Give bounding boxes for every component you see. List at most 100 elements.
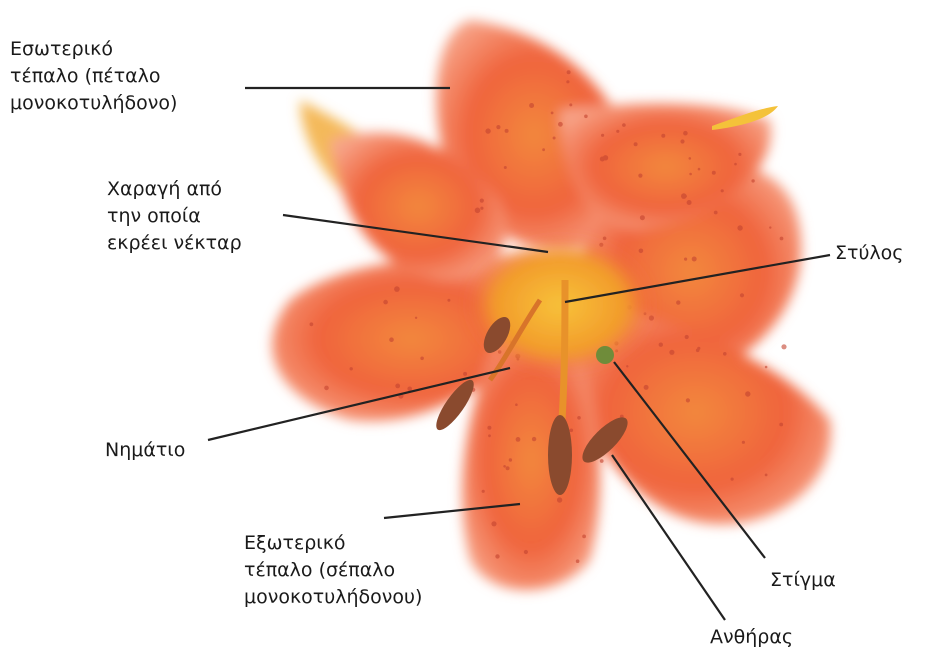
petal-spot: [570, 429, 574, 433]
label-outer-tepal: Εξωτερικό τέπαλο (σέπαλο μονοκοτυλήδονου…: [244, 530, 422, 611]
petal-spot: [723, 352, 727, 356]
petal-spot: [689, 173, 692, 176]
label-style-text: Στύλος: [835, 240, 903, 267]
petal-spot: [394, 286, 400, 292]
petal-spot: [714, 211, 718, 215]
petal-spot: [640, 215, 645, 220]
petal-spot: [577, 416, 581, 420]
petal-spot: [509, 458, 512, 461]
petal-spot: [616, 130, 619, 133]
petal-spot: [475, 208, 481, 214]
petal-spot: [487, 426, 491, 430]
petal-spot: [731, 478, 734, 481]
petal-spot: [584, 115, 588, 119]
petal-spot: [601, 134, 604, 137]
petal-spot: [669, 350, 674, 355]
petal-spot: [685, 335, 689, 339]
petal-spot: [495, 554, 499, 558]
label-inner-tepal-line1: Εσωτερικό: [10, 36, 177, 63]
label-nectar-line1: Χαραγή από: [107, 176, 242, 203]
petal-spot: [684, 258, 687, 261]
label-filament-text: Νημάτιο: [105, 437, 185, 464]
stigma-tip: [596, 346, 614, 364]
petal-spot: [681, 193, 687, 199]
petal-spot: [496, 125, 500, 129]
petal-spot: [740, 293, 744, 297]
petal-spot: [463, 372, 467, 376]
petal-spot: [686, 398, 690, 402]
petal-spot: [506, 466, 510, 470]
petal-spot: [482, 490, 485, 493]
petal-spot: [310, 322, 314, 326]
petal-spot: [504, 166, 507, 169]
petal-spot: [698, 168, 701, 171]
petal-spot: [480, 207, 483, 210]
petal-spot: [569, 103, 572, 106]
petal-spot: [420, 357, 424, 361]
petal-spot: [516, 437, 521, 442]
petal-spot: [480, 199, 484, 203]
label-inner-tepal-line2: τέπαλο (πέταλο: [10, 63, 177, 90]
petal-spot: [515, 403, 518, 406]
petal-spot: [576, 559, 580, 563]
petal-spot: [687, 200, 692, 205]
petal-spot: [737, 225, 742, 230]
petal-spot: [721, 189, 724, 192]
petal-spot: [738, 153, 741, 156]
label-nectar-line2: την οποία: [107, 203, 242, 230]
petal-spot: [603, 237, 607, 241]
label-outer-tepal-line3: μονοκοτυλήδονου): [244, 584, 422, 611]
label-outer-tepal-line1: Εξωτερικό: [244, 530, 422, 557]
petal-spot: [696, 349, 700, 353]
petal-spot: [659, 343, 663, 347]
label-outer-tepal-line2: τέπαλο (σέπαλο: [244, 557, 422, 584]
label-filament: Νημάτιο: [105, 437, 185, 464]
style-stalk: [562, 280, 565, 420]
petal-spot: [532, 437, 536, 441]
petal-spot: [350, 367, 353, 370]
petal-spot: [689, 157, 692, 160]
petal-spot: [553, 137, 556, 140]
label-anther: Ανθήρας: [710, 624, 793, 651]
petal-spot: [488, 434, 491, 437]
flower-center: [465, 235, 655, 375]
petal-spot: [415, 317, 417, 319]
petal-spot: [324, 386, 329, 391]
petal-spot: [505, 129, 509, 133]
petal-spot: [676, 300, 680, 304]
petal-spot: [622, 123, 626, 127]
petal-spot: [692, 257, 697, 262]
petal-spot: [395, 384, 400, 389]
petal-spot: [529, 103, 534, 108]
petal-spot: [779, 423, 783, 427]
petal-spot: [751, 179, 754, 182]
label-anther-text: Ανθήρας: [710, 624, 793, 651]
label-inner-tepal-line3: μονοκοτυλήδονο): [10, 90, 177, 117]
petal-spot: [765, 474, 768, 477]
petal-spot: [491, 521, 496, 526]
petal-spot: [639, 249, 644, 254]
petal-spot: [742, 441, 745, 444]
petal-spot: [780, 237, 784, 241]
petal-spot: [781, 344, 786, 349]
petal-spot: [644, 385, 649, 390]
petal-spot: [567, 70, 571, 74]
petal-spot: [765, 366, 768, 369]
petal-spot: [485, 128, 490, 133]
petal-spot: [447, 299, 450, 302]
petal-spot: [503, 465, 506, 468]
petal-spot: [769, 226, 771, 228]
petal-spot: [638, 174, 642, 178]
petal-spot: [558, 122, 563, 127]
petal-spot: [551, 112, 554, 115]
label-inner-tepal: Εσωτερικό τέπαλο (πέταλο μονοκοτυλήδονο): [10, 36, 177, 117]
petal-spot: [661, 134, 665, 138]
petal-spot: [524, 550, 528, 554]
petal-spot: [683, 131, 688, 136]
label-nectar-groove: Χαραγή από την οποία εκρέει νέκταρ: [107, 176, 242, 257]
petal-spot: [557, 497, 562, 502]
anther-center: [548, 415, 572, 495]
petal-spot: [634, 142, 638, 146]
petal-spot: [603, 155, 608, 160]
